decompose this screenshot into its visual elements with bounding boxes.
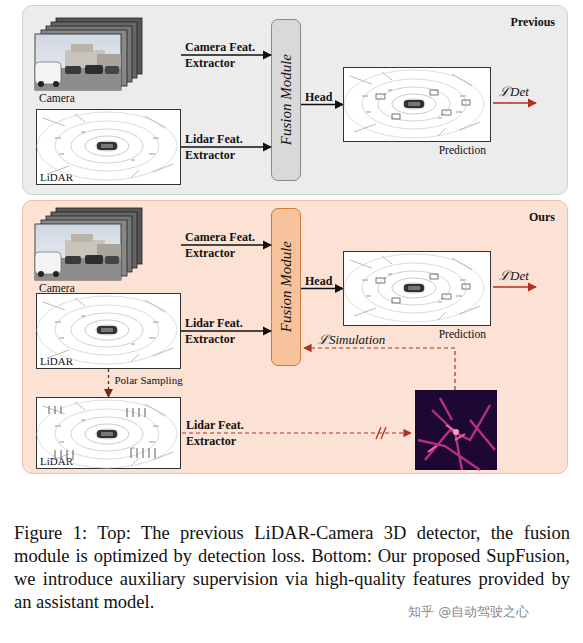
node-text: Ours — [529, 210, 555, 225]
fusion-module: Fusion Module — [271, 208, 301, 366]
previous-panel: PreviousCameraLiDARFusion ModulePredicti… — [22, 5, 568, 195]
edge-label: Head — [305, 89, 387, 105]
watermark: 知乎 @自动驾驶之心 — [408, 603, 529, 621]
node-text: LiDAR — [40, 355, 73, 367]
prediction-box: Prediction — [343, 251, 491, 326]
node-text: LiDAR — [40, 171, 73, 183]
node-text: Prediction — [439, 328, 486, 340]
node-text: LiDAR — [40, 455, 73, 467]
camera-input: Camera — [36, 209, 181, 281]
node-text: Fusion Module — [278, 241, 295, 332]
node-text: Fusion Module — [278, 54, 295, 145]
edge-label: Head — [305, 273, 387, 289]
edge-label: Polar Sampling — [115, 373, 183, 387]
lidar-input: LiDAR — [36, 293, 181, 369]
annotation-label: ℒSimulation — [318, 330, 385, 348]
annotation-label: Lidar Feat. Extractor — [186, 417, 268, 449]
edge-label: Camera Feat. Extractor — [185, 229, 267, 261]
annotation-label: ℒDet — [499, 82, 529, 100]
node-text: Previous — [511, 15, 555, 30]
ours-panel: OursCameraLiDARFusion ModulePredictionLi… — [22, 200, 568, 474]
fusion-module: Fusion Module — [271, 19, 301, 181]
polar-lidar-input: LiDAR — [36, 397, 181, 469]
edge-label: Lidar Feat. Extractor — [185, 315, 267, 347]
edge-label: Camera Feat. Extractor — [185, 39, 267, 71]
node-text: Camera — [39, 92, 75, 104]
camera-input: Camera — [36, 19, 181, 91]
figure-caption: Figure 1: Top: The previous LiDAR-Camera… — [14, 522, 570, 614]
lidar-input: LiDAR — [36, 109, 181, 185]
annotation-label: ℒDet — [499, 266, 529, 284]
node-text: Prediction — [439, 144, 486, 156]
edge-label: Lidar Feat. Extractor — [185, 131, 267, 163]
prediction-box: Prediction — [343, 67, 491, 142]
